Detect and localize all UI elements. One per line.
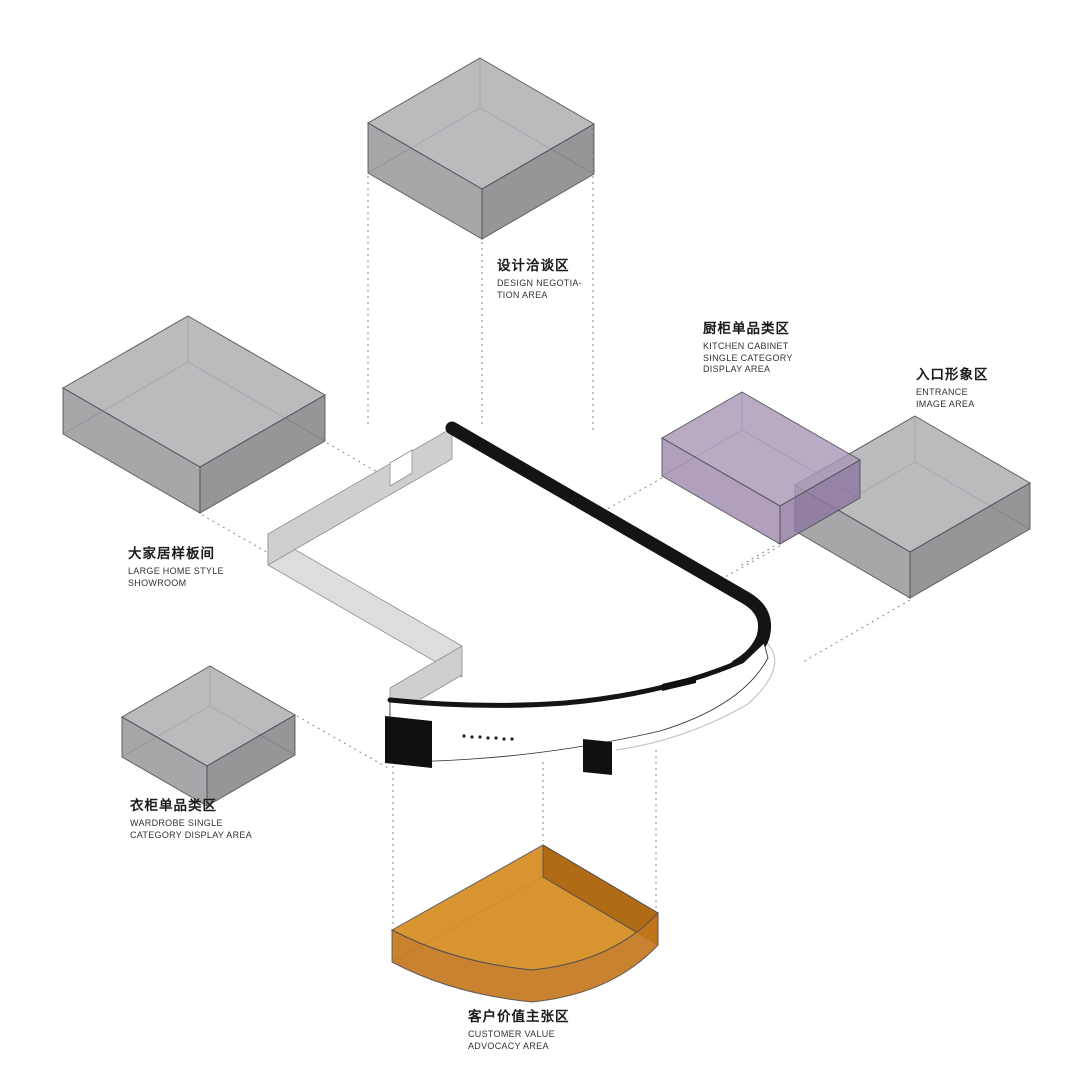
label-wardrobe-en: WARDROBE SINGLE CATEGORY DISPLAY AREA — [130, 818, 253, 840]
largehome-box-right-face — [199, 394, 326, 514]
label-customer-value-zh: 客户价值主张区 — [468, 1009, 570, 1024]
label-kitchen-cabinet-zh: 厨柜单品类区 — [703, 321, 790, 336]
fascia-top-edge — [387, 639, 765, 708]
label-wardrobe: 衣柜单品类区 WARDROBE SINGLE CATEGORY DISPLAY … — [130, 794, 252, 841]
label-wardrobe-zh: 衣柜单品类区 — [130, 798, 217, 813]
large-home-showroom-box — [61, 315, 327, 514]
label-large-home-showroom: 大家居样板间 LARGE HOME STYLE SHOWROOM — [128, 542, 224, 589]
wardrobe-box-right-face — [206, 714, 296, 807]
orange-wedge-front-face — [391, 911, 659, 1003]
fascia-dark-bar — [662, 676, 696, 691]
floor-slab — [268, 436, 763, 713]
design-box-right-face — [481, 123, 595, 240]
leader-largehome-2 — [201, 514, 301, 572]
label-large-home-showroom-en: LARGE HOME STYLE SHOWROOM — [128, 566, 224, 588]
label-entrance-image-en: ENTRANCE IMAGE AREA — [916, 387, 975, 409]
wardrobe-box — [121, 665, 296, 807]
floor-plan — [267, 421, 776, 775]
design-negotiation-box — [367, 57, 595, 240]
leader-wardrobe — [296, 715, 389, 769]
wall-window — [389, 449, 413, 487]
floor-slab-edge — [615, 641, 776, 751]
leader-kitchen-1 — [601, 477, 663, 513]
leader-entrance-1 — [737, 533, 796, 568]
label-large-home-showroom-zh: 大家居样板间 — [128, 546, 215, 561]
display-screen-mid — [583, 739, 612, 775]
display-screen-left — [385, 716, 432, 768]
label-design-negotiation: 设计洽谈区 DESIGN NEGOTIA- TION AREA — [497, 254, 582, 301]
label-customer-value: 客户价值主张区 CUSTOMER VALUE ADVOCACY AREA — [468, 1005, 570, 1052]
label-entrance-image: 入口形象区 ENTRANCE IMAGE AREA — [916, 363, 989, 410]
fascia-perforation-dots — [462, 734, 514, 741]
kitchen-cabinet-box — [660, 391, 862, 545]
leader-kitchen-2 — [717, 545, 781, 582]
kitchen-box-right-face — [779, 459, 861, 545]
customer-value-wedge — [390, 844, 659, 1003]
label-design-negotiation-en: DESIGN NEGOTIA- TION AREA — [497, 278, 583, 300]
label-kitchen-cabinet-en: KITCHEN CABINET SINGLE CATEGORY DISPLAY … — [703, 341, 793, 374]
label-entrance-image-zh: 入口形象区 — [916, 367, 989, 382]
leader-entrance-2 — [802, 599, 911, 663]
entrance-box-right-face — [909, 482, 1031, 599]
label-customer-value-en: CUSTOMER VALUE ADVOCACY AREA — [468, 1029, 555, 1051]
label-kitchen-cabinet: 厨柜单品类区 KITCHEN CABINET SINGLE CATEGORY D… — [703, 317, 793, 376]
label-design-negotiation-zh: 设计洽谈区 — [497, 258, 570, 273]
